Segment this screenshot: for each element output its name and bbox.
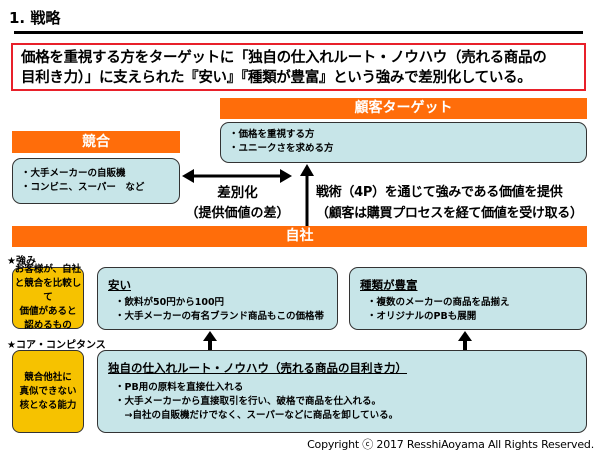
core-item: ・大手メーカーから直接取引を行い、破格で商品を仕入れる。 — [115, 396, 382, 407]
note-line: 競合他社に — [24, 371, 72, 383]
tactics-text: 戦術（4P）を通じて強みである価値を提供 （顧客は購買プロセスを経て価値を受け取… — [316, 182, 583, 224]
strength-title: 種類が豊富 — [360, 278, 418, 292]
tactics-line: 戦術（4P）を通じて強みである価値を提供 — [316, 185, 563, 200]
note-line: 真似できない — [19, 385, 77, 397]
strength-item: ・オリジナルのPBも展開 — [367, 311, 477, 322]
note-line: お客様が、自社 — [14, 264, 82, 275]
strategy-summary: 価格を重視する方をターゲットに「独自の仕入れルート・ノウハウ（売れる商品の 目利… — [11, 43, 586, 91]
note-line: 認めるもの — [24, 320, 72, 331]
up-arrow-icon — [458, 331, 472, 350]
competitor-box: ・大手メーカーの自販機 ・コンビニ、スーパー など — [12, 158, 180, 204]
note-line: と競合を比較して — [14, 278, 82, 303]
target-header: 顧客ターゲット — [220, 98, 587, 119]
strengths-note: お客様が、自社と競合を比較して価値があると認めるもの — [12, 264, 84, 331]
page-title: 1. 戦略 — [9, 9, 61, 27]
core-label: ★コア・コンピタンス — [7, 340, 106, 351]
differentiation-sub: （提供価値の差） — [185, 206, 290, 221]
company-header: 自社 — [12, 226, 587, 247]
strength-cheap-box: 安い ・飲料が50円から100円 ・大手メーカーの有名ブランド商品もこの価格帯 — [97, 267, 338, 330]
core-title: 独自の仕入れルート・ノウハウ（売れる商品の目利き力） — [108, 361, 407, 375]
up-arrow-icon — [203, 331, 217, 350]
copyright: Copyright ⓒ 2017 ResshiAoyama All Rights… — [307, 438, 594, 451]
strength-item: ・複数のメーカーの商品を品揃え — [367, 297, 510, 308]
strength-item: ・大手メーカーの有名ブランド商品もこの価格帯 — [115, 311, 325, 322]
strength-variety-box: 種類が豊富 ・複数のメーカーの商品を品揃え ・オリジナルのPBも展開 — [349, 267, 587, 330]
competitor-item: ・大手メーカーの自販機 — [21, 168, 126, 179]
summary-line: 価格を重視する方をターゲットに「独自の仕入れルート・ノウハウ（売れる商品の — [21, 50, 547, 66]
core-item: →自社の自販機だけでなく、スーパーなどに商品を卸している。 — [115, 410, 399, 421]
tactics-line: （顧客は購買プロセスを経て価値を受け取る） — [316, 206, 583, 221]
strengths-label: ★強み — [7, 256, 36, 267]
differentiation-label: 差別化 — [217, 185, 258, 201]
core-note: 競合他社に真似できない核となる能力 — [12, 350, 84, 433]
summary-line: 目利き力）」に支えられた『安い』『種類が豊富』という強みで差別化している。 — [21, 70, 532, 86]
title-divider — [14, 31, 583, 34]
competitor-header: 競合 — [12, 131, 180, 153]
strength-item: ・飲料が50円から100円 — [115, 297, 225, 308]
note-line: 価値があると — [19, 306, 77, 317]
note-line: 核となる能力 — [19, 399, 77, 411]
target-item: ・ユニークさを求める方 — [229, 143, 334, 154]
core-item: ・PB用の原料を直接仕入れる — [115, 382, 244, 393]
target-item: ・価格を重視する方 — [229, 129, 315, 140]
double-arrow-icon — [182, 169, 292, 183]
strength-title: 安い — [108, 278, 131, 292]
target-box: ・価格を重視する方 ・ユニークさを求める方 — [220, 122, 587, 163]
core-competence-box: 独自の仕入れルート・ノウハウ（売れる商品の目利き力） ・PB用の原料を直接仕入れ… — [97, 350, 587, 433]
competitor-item: ・コンビニ、スーパー など — [21, 182, 145, 193]
up-arrow-icon — [300, 164, 314, 227]
